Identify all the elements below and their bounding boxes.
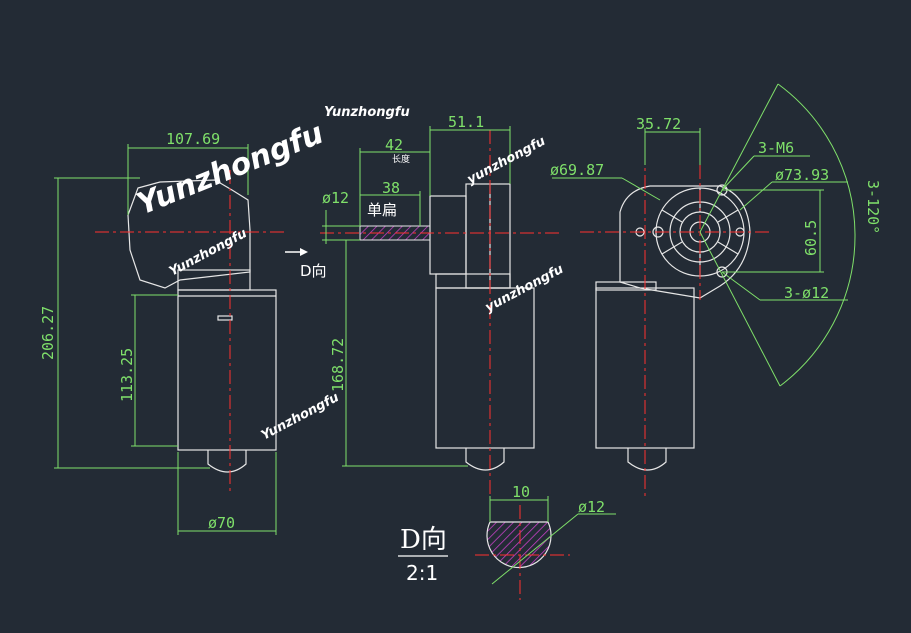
single-flat-label: 单扁 [367, 201, 397, 219]
direction-label: D向 [300, 262, 327, 280]
dim-12-section: ø12 [578, 498, 605, 516]
dim-107-69: 107.69 [166, 130, 220, 148]
angle-arc [777, 83, 856, 387]
dim-60-5: 60.5 [802, 220, 820, 256]
left-view: 107.69 206.27 113.25 ø70 D向 [39, 130, 327, 535]
watermark-left-low: Yunzhongfu [259, 390, 342, 443]
middle-end-cap [465, 448, 505, 471]
left-motor-body [177, 289, 277, 451]
right-gearbox-housing [619, 185, 751, 299]
dim-10: 10 [512, 483, 530, 501]
watermark-left-mid: Yunzhongfu [167, 226, 250, 279]
dim-69-87: ø69.87 [550, 161, 604, 179]
dim-73-93: ø73.93 [775, 166, 829, 184]
watermark-middle-top: yunzhongfu [465, 134, 548, 188]
middle-flange [429, 195, 467, 275]
dim-length-note: 长度 [392, 153, 410, 165]
middle-view: 42 长度 38 ø12 单扁 168.72 51.1 [320, 113, 560, 500]
dim-51-1: 51.1 [448, 113, 484, 131]
right-end-cap [627, 448, 667, 471]
middle-motor-body [435, 287, 535, 449]
dim-168-72: 168.72 [329, 338, 347, 392]
dim-70: ø70 [208, 514, 235, 532]
right-view: 35.72 3-M6 ø69.87 ø73.93 60.5 3-120° 3-ø… [550, 83, 882, 500]
dim-35-72: 35.72 [636, 115, 681, 133]
dim-42: 42 [385, 136, 403, 154]
dim-113-25: 113.25 [118, 348, 136, 402]
middle-gearbox [465, 183, 511, 289]
view-scale: 2:1 [406, 561, 438, 585]
dim-12-shaft: ø12 [322, 189, 349, 207]
dim-3-120: 3-120° [864, 180, 882, 234]
dim-206-27: 206.27 [39, 306, 57, 360]
dim-3-m6: 3-M6 [758, 139, 794, 157]
view-title: D向 [400, 525, 447, 555]
watermark-middle-low: yunzhongfu [483, 262, 566, 316]
dim-3-12: 3-ø12 [784, 284, 829, 302]
watermark-top: Yunzhongfu [324, 105, 410, 120]
direction-arrow-icon [300, 248, 308, 256]
dim-38: 38 [382, 179, 400, 197]
shaft-section [486, 521, 552, 569]
section-d-view: 10 ø12 D向 2:1 [398, 483, 616, 600]
left-end-cap [207, 450, 247, 473]
